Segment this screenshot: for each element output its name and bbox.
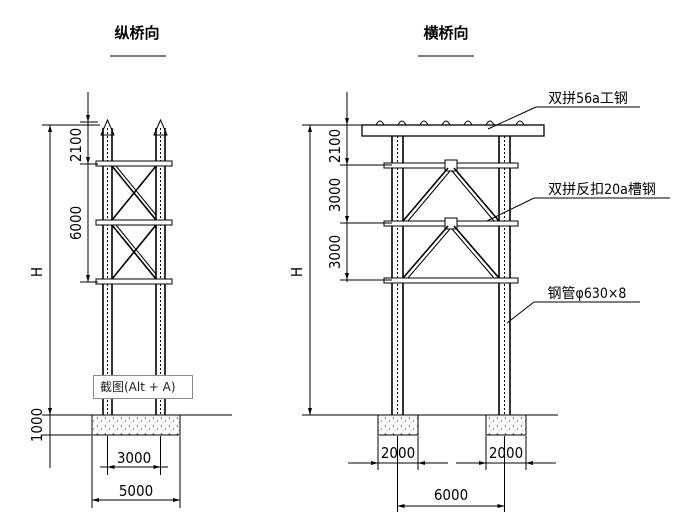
right-gussets	[444, 159, 458, 230]
note-pipe: 钢管φ630×8	[548, 286, 627, 302]
dim-6000: 6000	[434, 486, 468, 504]
dim-2100-left: 2100	[67, 128, 85, 162]
callout-pipe: 钢管φ630×8	[506, 286, 640, 324]
dim-3000-right-a: 3000	[326, 178, 344, 212]
dim-3000-left: 3000	[117, 449, 151, 467]
dim-5000: 5000	[119, 482, 153, 500]
left-view-title: 纵桥向	[110, 24, 166, 57]
right-diagonal-braces	[402, 167, 500, 279]
left-dim-chain: 2100 6000	[67, 92, 98, 283]
dim-2100-right: 2100	[326, 129, 344, 163]
left-diagonal-braces	[111, 165, 157, 280]
dim-h-right: H	[288, 267, 306, 277]
right-footing-1	[377, 414, 419, 436]
left-column-1	[100, 118, 115, 415]
note-channel: 双拼反扣20a槽钢	[548, 182, 656, 198]
dim-2000-a: 2000	[381, 444, 415, 462]
right-title-text: 横桥向	[423, 24, 468, 42]
right-dim-horizontal: 2000 2000 6000	[348, 436, 556, 512]
right-elevation: 2100 3000 3000 H 2000 2000	[288, 91, 670, 512]
right-footing-2	[485, 414, 527, 436]
screenshot-tooltip: 截图(Alt + A)	[93, 375, 193, 399]
left-dim-1000: 1000	[28, 402, 92, 468]
beam-bolts	[375, 120, 525, 126]
top-i-beam	[361, 124, 545, 137]
callout-channel: 双拼反扣20a槽钢	[486, 182, 670, 222]
dim-h-left: H	[28, 267, 46, 277]
right-column-1	[391, 136, 404, 415]
right-dim-h: H	[288, 124, 362, 415]
callout-beam: 双拼56a工钢	[487, 91, 640, 130]
column-cap	[153, 118, 168, 136]
dim-6000-left: 6000	[67, 206, 85, 240]
right-dim-chain: 2100 3000 3000	[326, 92, 392, 282]
left-title-text: 纵桥向	[114, 24, 159, 42]
right-view-title: 横桥向	[418, 24, 474, 57]
column-cap	[100, 118, 115, 136]
dim-1000: 1000	[28, 408, 46, 442]
right-column-2	[498, 136, 511, 415]
left-dim-h: H	[28, 124, 100, 415]
left-elevation: 2100 6000 H 1000 3000	[28, 92, 232, 508]
left-dim-horizontal: 3000 5000	[91, 436, 181, 508]
note-beam: 双拼56a工钢	[548, 91, 628, 107]
dim-3000-right-b: 3000	[326, 235, 344, 269]
left-column-2	[153, 118, 168, 415]
left-footing	[91, 414, 181, 436]
dim-2000-b: 2000	[489, 444, 523, 462]
